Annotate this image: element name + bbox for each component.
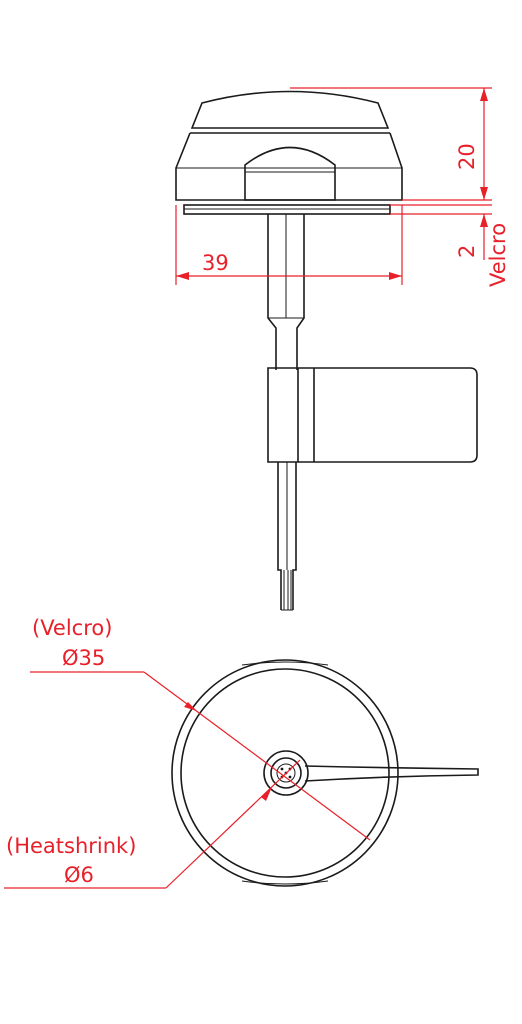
velcro-thickness-label: 2	[455, 245, 479, 258]
connector-pin	[280, 767, 284, 771]
velcro-callout: (Velcro)	[32, 616, 112, 640]
bottom-flat	[241, 880, 329, 885]
heatshrink-diameter-arrow	[261, 787, 272, 801]
connector-pin	[288, 775, 292, 779]
width-label: 39	[202, 251, 229, 275]
top-flat	[241, 661, 329, 666]
bottom-view-dimensions: (Velcro) Ø35 (Heatshrink) Ø6	[4, 616, 371, 889]
cable-lead	[304, 765, 479, 782]
bottom-view	[171, 659, 479, 887]
antenna-outer-circle	[171, 659, 399, 887]
cable-boss	[244, 146, 336, 201]
velcro-arrow	[480, 214, 488, 227]
velcro-side-label: Velcro	[486, 223, 510, 287]
velcro-circle	[180, 668, 390, 878]
height-arrow-top	[480, 88, 488, 101]
cable-lower	[277, 462, 297, 610]
antenna-body	[175, 132, 403, 201]
cable-outer-circle	[263, 750, 309, 796]
cable-stem	[267, 214, 305, 370]
side-view	[175, 90, 478, 611]
heatshrink-diameter-line	[165, 759, 301, 889]
velcro-diameter-line	[143, 671, 371, 841]
velcro-diameter: Ø35	[62, 646, 105, 670]
velcro-diameter-arrow	[184, 702, 197, 711]
antenna-dome	[190, 90, 390, 129]
cable-label-tag	[267, 367, 478, 463]
side-view-dimensions: 20 2 Velcro 39	[175, 87, 510, 287]
width-arrow-left	[176, 272, 189, 280]
connector-circle	[276, 763, 296, 783]
height-label: 20	[455, 143, 479, 170]
heatshrink-diameter: Ø6	[64, 863, 94, 887]
width-arrow-right	[389, 272, 402, 280]
heatshrink-circle	[270, 757, 302, 789]
heatshrink-callout: (Heatshrink)	[6, 834, 136, 858]
height-arrow-bottom	[480, 187, 488, 200]
